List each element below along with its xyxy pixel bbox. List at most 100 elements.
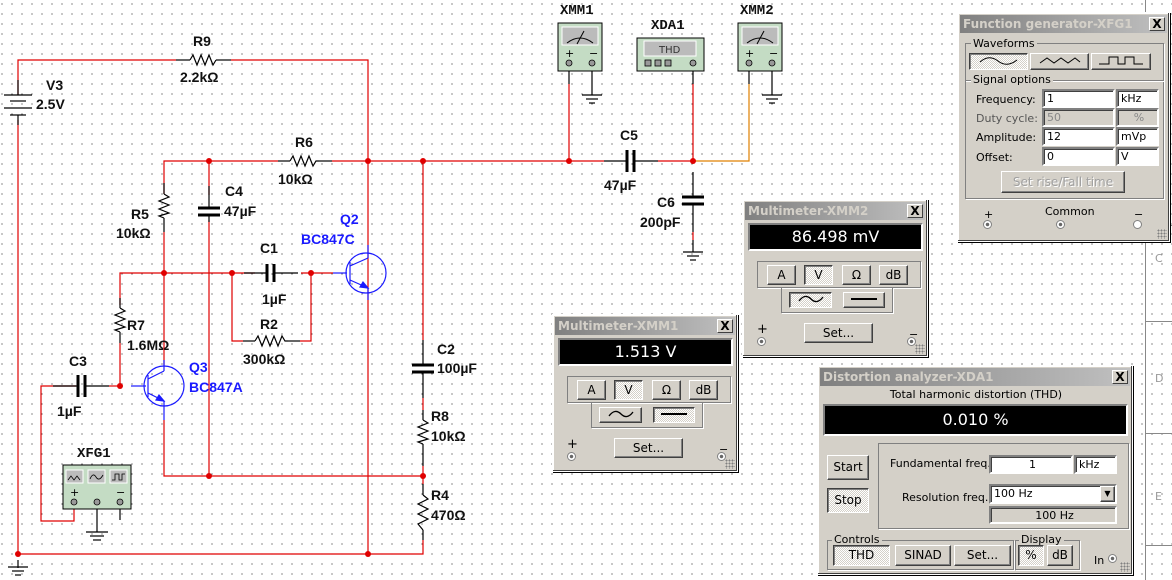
resistor-R6 [289, 154, 319, 168]
ammeter-mode-button[interactable]: A [767, 265, 796, 285]
input-terminal[interactable] [1108, 554, 1117, 563]
instrument-XMM1[interactable]: XMM1 +− [557, 3, 603, 72]
triangle-wave-button[interactable] [1030, 53, 1089, 70]
duty-cycle-input[interactable]: 50 [1042, 108, 1115, 127]
wire[interactable] [17, 120, 424, 555]
wire[interactable] [300, 273, 312, 342]
wire[interactable] [119, 272, 255, 305]
label-R5-ref: R5 [131, 206, 149, 222]
close-button[interactable]: X [1149, 17, 1165, 31]
minus-terminal[interactable] [907, 337, 916, 346]
resistor-R7 [113, 307, 127, 333]
distortion-analyzer-titlebar[interactable]: Distortion analyzer-XDA1 X [820, 368, 1130, 386]
decibel-mode-button[interactable]: dB [689, 380, 718, 400]
fundamental-freq-unit[interactable]: kHz [1074, 455, 1117, 474]
label-XMM1: XMM1 [560, 3, 594, 19]
close-button[interactable]: X [907, 204, 923, 218]
fundamental-freq-input[interactable]: 1 [989, 455, 1073, 474]
offset-label: Offset: [976, 151, 1013, 164]
sinad-button[interactable]: SINAD [895, 545, 951, 566]
frequency-unit[interactable]: kHz [1116, 89, 1159, 108]
ac-coupling-button[interactable] [599, 407, 642, 423]
voltmeter-mode-button[interactable]: V [804, 265, 833, 285]
voltmeter-mode-button[interactable]: V [614, 380, 643, 400]
probe-wire[interactable] [693, 84, 750, 162]
instrument-XMM2[interactable]: XMM2 +− [737, 3, 783, 72]
sine-wave-icon [797, 295, 824, 303]
close-button[interactable]: X [1112, 370, 1128, 384]
ammeter-mode-button[interactable]: A [577, 380, 606, 400]
wire[interactable] [163, 420, 423, 477]
resize-grip[interactable] [1120, 562, 1130, 572]
minus-terminal[interactable] [1133, 220, 1142, 229]
wire[interactable] [17, 59, 176, 95]
stop-button[interactable]: Stop [827, 488, 869, 513]
battery-V3 [4, 80, 32, 125]
plus-terminal[interactable] [983, 220, 992, 229]
ac-coupling-button[interactable] [789, 292, 832, 308]
wire[interactable] [231, 59, 369, 555]
set-rise-fall-time-button[interactable]: Set rise/Fall time [1001, 171, 1125, 193]
ohmmeter-mode-button[interactable]: Ω [842, 265, 871, 285]
resistor-R8 [416, 419, 430, 445]
percent-display-button[interactable]: % [1018, 545, 1044, 566]
amplitude-input[interactable]: 12 [1042, 127, 1115, 146]
instrument-XDA1[interactable]: XDA1 THD [636, 18, 705, 72]
set-button[interactable]: Set... [954, 545, 1011, 566]
thd-heading: Total harmonic distortion (THD) [889, 388, 1063, 401]
offset-input[interactable]: 0 [1042, 147, 1115, 166]
duty-cycle-unit[interactable]: % [1116, 108, 1159, 127]
common-terminal[interactable] [1056, 220, 1065, 229]
resize-grip[interactable] [1157, 229, 1167, 239]
resistor-R2 [254, 334, 288, 348]
multimeter-xmm2-window: Multimeter-XMM2 X 86.498 mV A V Ω dB + S… [742, 199, 928, 357]
chevron-down-icon[interactable]: ▼ [1100, 486, 1115, 502]
label-C4-ref: C4 [225, 183, 243, 199]
label-C3-value: 1µF [57, 403, 82, 419]
sine-wave-button[interactable] [969, 53, 1028, 70]
amplitude-unit[interactable]: mVp [1116, 127, 1159, 146]
function-generator-titlebar[interactable]: Function generator-XFG1 X [960, 15, 1167, 33]
resolution-freq-select[interactable]: 100 Hz ▼ [989, 484, 1117, 504]
capacitor-C5 [625, 150, 636, 172]
minus-terminal[interactable] [717, 452, 726, 461]
distortion-analyzer-window: Distortion analyzer-XDA1 X Total harmoni… [817, 365, 1133, 575]
plus-terminal[interactable] [567, 452, 576, 461]
controls-label: Controls [832, 533, 882, 546]
close-button[interactable]: X [717, 319, 733, 333]
db-display-button[interactable]: dB [1047, 545, 1073, 566]
frequency-input[interactable]: 1 [1042, 89, 1115, 108]
label-R4-ref: R4 [431, 487, 449, 503]
multimeter-xmm2-titlebar[interactable]: Multimeter-XMM2 X [745, 202, 925, 220]
sine-wave-icon [979, 57, 1018, 65]
decibel-mode-button[interactable]: dB [879, 265, 908, 285]
plus-terminal[interactable] [757, 337, 766, 346]
start-button[interactable]: Start [827, 455, 869, 480]
duty-cycle-label: Duty cycle: [976, 112, 1038, 125]
label-R8-value: 10kΩ [431, 428, 466, 444]
multimeter-xmm1-window: Multimeter-XMM1 X 1.513 V A V Ω dB + Set… [552, 314, 738, 472]
fundamental-freq-label: Fundamental freq. [890, 457, 991, 470]
minus-terminal-label: − [719, 443, 729, 456]
dc-coupling-button[interactable] [843, 292, 885, 308]
set-button[interactable]: Set... [614, 438, 683, 458]
wire[interactable] [231, 273, 243, 342]
square-wave-button[interactable] [1091, 53, 1151, 70]
plus-terminal-label: + [567, 437, 578, 452]
resize-grip[interactable] [725, 459, 735, 469]
wire[interactable] [163, 160, 278, 194]
multimeter-xmm1-titlebar[interactable]: Multimeter-XMM1 X [555, 317, 735, 335]
window-title: Multimeter-XMM1 [558, 319, 679, 333]
label-C5-value: 47µF [604, 177, 637, 193]
ohmmeter-mode-button[interactable]: Ω [652, 380, 681, 400]
thd-button[interactable]: THD [833, 545, 890, 566]
wire[interactable] [40, 385, 76, 522]
dc-coupling-button[interactable] [653, 407, 695, 423]
offset-unit[interactable]: V [1116, 147, 1159, 166]
waveforms-label: Waveforms [971, 37, 1037, 50]
sheet-border [1145, 0, 1146, 580]
instrument-XFG1[interactable]: XFG1 +− [62, 446, 132, 510]
resistor-R5 [157, 193, 171, 219]
set-button[interactable]: Set... [804, 323, 873, 343]
resize-grip[interactable] [915, 344, 925, 354]
